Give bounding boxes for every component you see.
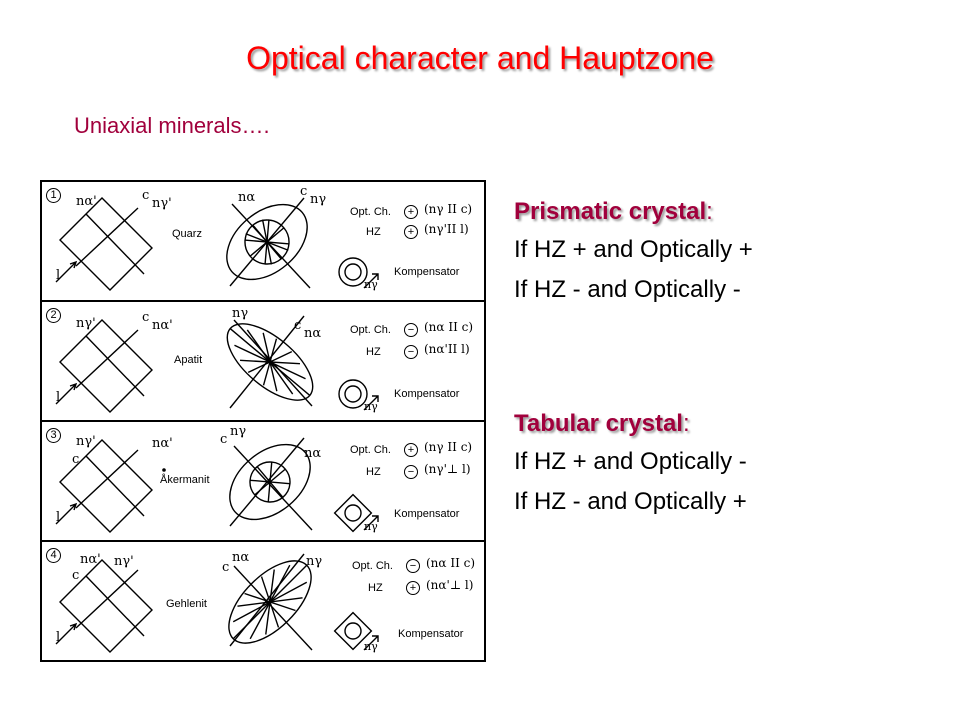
hz-relation: (nγ'II l) xyxy=(424,222,469,236)
length-label: l xyxy=(56,630,61,645)
panel-number: 2 xyxy=(46,308,61,323)
hz-relation: (nα'II l) xyxy=(424,342,470,356)
mineral-name: Apatit xyxy=(174,354,203,366)
opt-ch-label: Opt. Ch. xyxy=(352,560,393,572)
kompensator-label: Kompensator xyxy=(394,266,460,278)
n-alpha-prime-label: nα' xyxy=(76,194,97,209)
hz-relation: (nγ'⊥ l) xyxy=(424,462,471,476)
panel-divider xyxy=(42,540,484,542)
panel-2-drawing xyxy=(55,315,379,413)
n-alpha-label: nα xyxy=(238,190,256,205)
hz-sign: + xyxy=(406,581,420,595)
opt-sign: − xyxy=(406,559,420,573)
n-gamma-prime-label: nγ' xyxy=(114,554,134,569)
hauptzone-figure: 1 nα' c nγ' l Quarz nα c nγ Opt. Ch. + (… xyxy=(40,180,486,662)
hz-label: HZ xyxy=(366,466,381,478)
tabular-rule-2: If HZ - and Optically + xyxy=(514,488,747,515)
panel-apatit: 2 nγ' c nα' l Apatit nγ c nα Opt. Ch. − … xyxy=(42,302,484,420)
kompensator-label: Kompensator xyxy=(394,508,460,520)
opt-relation: (nα II c) xyxy=(426,556,476,570)
c-axis-label: c xyxy=(142,188,150,203)
prismatic-colon: : xyxy=(706,198,713,225)
length-label: l xyxy=(56,510,61,525)
tabular-section: Tabular crystal: If HZ + and Optically -… xyxy=(514,410,934,516)
opt-relation: (nγ II c) xyxy=(424,202,473,216)
n-alpha-label: nα xyxy=(304,326,322,341)
hz-relation: (nα'⊥ l) xyxy=(426,578,474,592)
tabular-heading: Tabular crystal: xyxy=(514,410,934,438)
mineral-name: Quarz xyxy=(172,228,202,240)
panel-divider xyxy=(42,420,484,422)
hz-sign: − xyxy=(404,465,418,479)
c-axis-label: c xyxy=(72,568,80,583)
panel-quarz: 1 nα' c nγ' l Quarz nα c nγ Opt. Ch. + (… xyxy=(42,182,484,300)
n-gamma-label: nγ xyxy=(232,306,249,321)
panel-number: 3 xyxy=(46,428,61,443)
prismatic-heading: Prismatic crystal: xyxy=(514,198,934,226)
opt-ch-label: Opt. Ch. xyxy=(350,206,391,218)
hz-sign: + xyxy=(404,225,418,239)
c-axis-label: c xyxy=(300,184,308,199)
kompensator-label: Kompensator xyxy=(394,388,460,400)
hz-label: HZ xyxy=(366,226,381,238)
page-subtitle: Uniaxial minerals…. xyxy=(74,113,270,138)
n-gamma-label: nγ xyxy=(230,424,247,439)
kompensator-label: Kompensator xyxy=(398,628,464,640)
n-alpha-prime-label: nα' xyxy=(152,318,173,333)
n-alpha-label: nα xyxy=(232,550,250,565)
panel-akermanit: 3 nγ' c nα' l Åkermanit c nγ nα Opt. Ch.… xyxy=(42,422,484,540)
n-gamma-label: nγ xyxy=(310,192,327,207)
prismatic-section: Prismatic crystal: If HZ + and Optically… xyxy=(514,198,934,304)
tabular-colon: : xyxy=(682,410,690,437)
n-gamma-prime-label: nγ' xyxy=(76,316,96,331)
kompensator-n-gamma: nγ xyxy=(364,400,378,413)
c-axis-label: c xyxy=(220,432,228,447)
n-gamma-prime-label: nγ' xyxy=(152,196,172,211)
kompensator-n-gamma: nγ xyxy=(364,640,378,653)
panel-gehlenit: 4 nα' c nγ' l Gehlenit c nα nγ Opt. Ch. … xyxy=(42,542,484,660)
mineral-name: Åkermanit xyxy=(160,474,210,486)
opt-relation: (nγ II c) xyxy=(424,440,473,454)
hz-label: HZ xyxy=(366,346,381,358)
panel-1-drawing xyxy=(55,197,379,291)
c-axis-label: c xyxy=(222,560,230,575)
tabular-heading-text: Tabular crystal xyxy=(514,410,683,437)
opt-sign: + xyxy=(404,443,418,457)
c-axis-label: c xyxy=(294,318,302,333)
hz-label: HZ xyxy=(368,582,383,594)
opt-ch-label: Opt. Ch. xyxy=(350,324,391,336)
hz-sign: − xyxy=(404,345,418,359)
panel-number: 1 xyxy=(46,188,61,203)
panel-4-drawing xyxy=(55,553,379,653)
length-label: l xyxy=(56,390,61,405)
prismatic-heading-text: Prismatic crystal xyxy=(514,198,707,225)
n-gamma-prime-label: nγ' xyxy=(76,434,96,449)
n-alpha-prime-label: nα' xyxy=(152,436,173,451)
panel-divider xyxy=(42,300,484,302)
page-title: Optical character and Hauptzone xyxy=(246,40,714,76)
panel-number: 4 xyxy=(46,548,61,563)
opt-relation: (nα II c) xyxy=(424,320,474,334)
tabular-rule-1: If HZ + and Optically - xyxy=(514,448,747,475)
kompensator-n-gamma: nγ xyxy=(364,520,378,533)
opt-ch-label: Opt. Ch. xyxy=(350,444,391,456)
prismatic-rule-2: If HZ - and Optically - xyxy=(514,276,741,303)
n-gamma-label: nγ xyxy=(306,554,323,569)
opt-sign: + xyxy=(404,205,418,219)
length-label: l xyxy=(56,268,61,283)
mineral-name: Gehlenit xyxy=(166,598,207,610)
prismatic-rule-1: If HZ + and Optically + xyxy=(514,236,753,263)
c-axis-label: c xyxy=(142,310,150,325)
panel-3-drawing xyxy=(55,437,379,533)
c-axis-label: c xyxy=(72,452,80,467)
kompensator-n-gamma: nγ xyxy=(364,278,378,291)
n-alpha-label: nα xyxy=(304,446,322,461)
opt-sign: − xyxy=(404,323,418,337)
n-alpha-prime-label: nα' xyxy=(80,552,101,567)
